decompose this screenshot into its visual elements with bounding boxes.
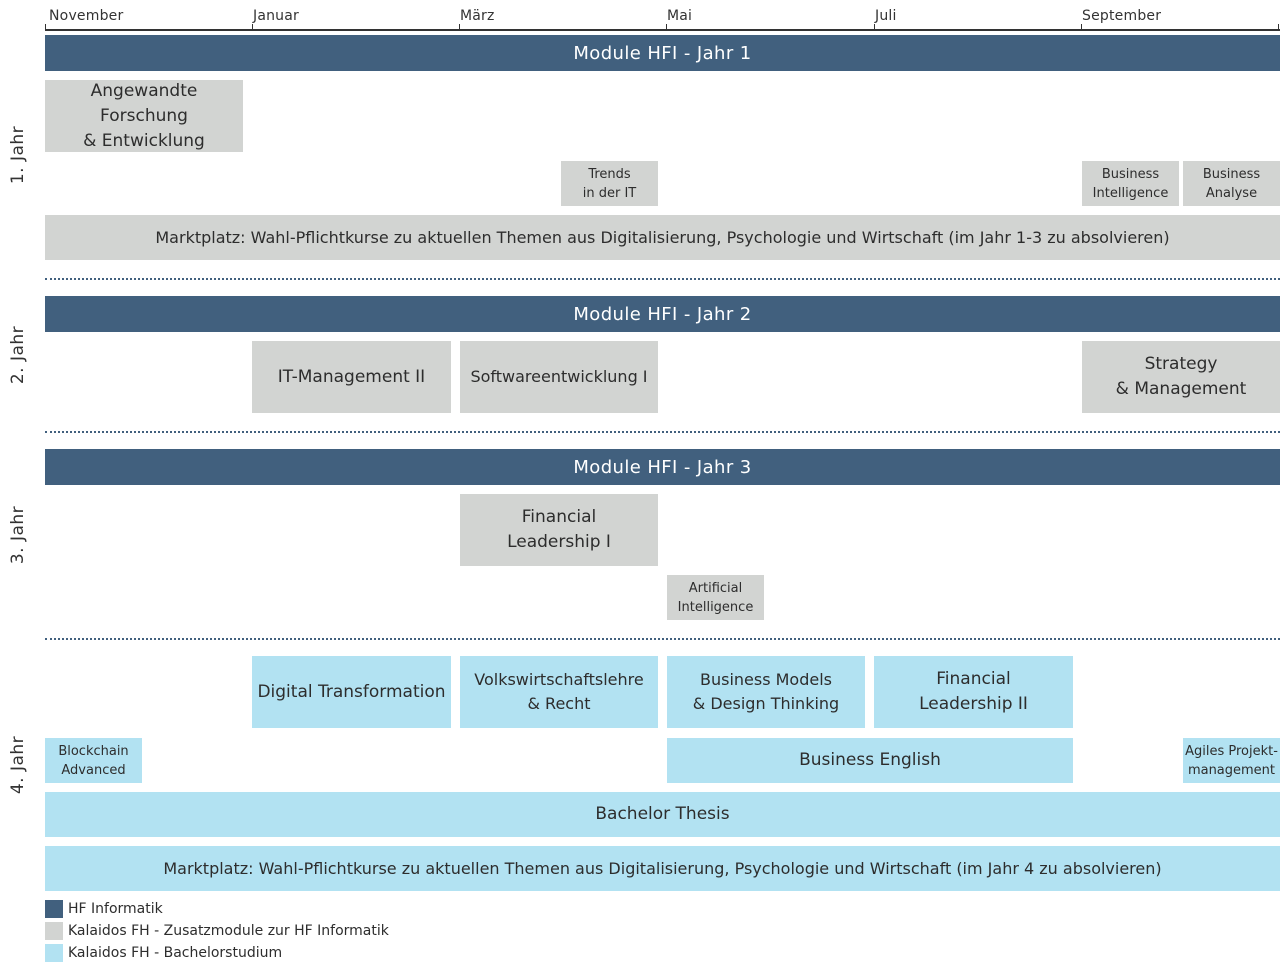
axis-tick	[1081, 24, 1082, 31]
bachelor-thesis: Bachelor Thesis	[45, 792, 1280, 837]
module-financial-leadership-2: Financial Leadership II	[874, 656, 1073, 728]
module-agiles-projektmanagement: Agiles Projekt- management	[1183, 738, 1280, 783]
module-softwareentwicklung-1: Softwareentwicklung I	[460, 341, 658, 413]
axis-tick	[252, 24, 253, 31]
month-label: März	[460, 8, 495, 24]
month-label: Januar	[253, 8, 299, 24]
marktplatz-jahr-1-3: Marktplatz: Wahl-Pflichtkurse zu aktuell…	[45, 215, 1280, 260]
month-label: November	[49, 8, 124, 24]
module-volkswirtschaftslehre-recht: Volkswirtschaftslehre & Recht	[460, 656, 658, 728]
module-digital-transformation: Digital Transformation	[252, 656, 451, 728]
module-business-models: Business Models & Design Thinking	[667, 656, 865, 728]
module-business-english: Business English	[667, 738, 1073, 783]
year-label-1: 1. Jahr	[8, 125, 28, 185]
year-divider	[45, 431, 1280, 433]
month-label: Mai	[667, 8, 693, 24]
month-label: September	[1082, 8, 1162, 24]
axis-tick	[45, 24, 46, 31]
legend-swatch-zusatz	[45, 922, 63, 940]
module-artificial-intelligence: Artificial Intelligence	[667, 575, 764, 620]
header-jahr-1: Module HFI - Jahr 1	[45, 35, 1280, 71]
header-jahr-3: Module HFI - Jahr 3	[45, 449, 1280, 485]
module-financial-leadership-1: Financial Leadership I	[460, 494, 658, 566]
axis-tick	[1278, 24, 1279, 31]
legend-text-bachelor: Kalaidos FH - Bachelorstudium	[68, 945, 283, 961]
year-label-3: 3. Jahr	[8, 505, 28, 565]
module-trends-it: Trends in der IT	[561, 161, 658, 206]
year-label-2: 2. Jahr	[8, 325, 28, 385]
year-divider	[45, 638, 1280, 640]
legend-swatch-bachelor	[45, 944, 63, 962]
axis-tick	[459, 24, 460, 31]
module-business-intelligence: Business Intelligence	[1082, 161, 1179, 206]
module-business-analyse: Business Analyse	[1183, 161, 1280, 206]
marktplatz-jahr-4: Marktplatz: Wahl-Pflichtkurse zu aktuell…	[45, 846, 1280, 891]
year-divider	[45, 278, 1280, 280]
header-jahr-2: Module HFI - Jahr 2	[45, 296, 1280, 332]
axis-tick	[666, 24, 667, 31]
module-it-management-2: IT-Management II	[252, 341, 451, 413]
module-angewandte-forschung: Angewandte Forschung & Entwicklung	[45, 80, 243, 152]
legend-swatch-hf	[45, 900, 63, 918]
timeline-axis	[45, 29, 1280, 31]
legend-text-zusatz: Kalaidos FH - Zusatzmodule zur HF Inform…	[68, 923, 389, 939]
legend-text-hf: HF Informatik	[68, 901, 163, 917]
module-blockchain-advanced: Blockchain Advanced	[45, 738, 142, 783]
module-strategy-management: Strategy & Management	[1082, 341, 1280, 413]
axis-tick	[874, 24, 875, 31]
month-label: Juli	[875, 8, 897, 24]
year-label-4: 4. Jahr	[8, 735, 28, 795]
